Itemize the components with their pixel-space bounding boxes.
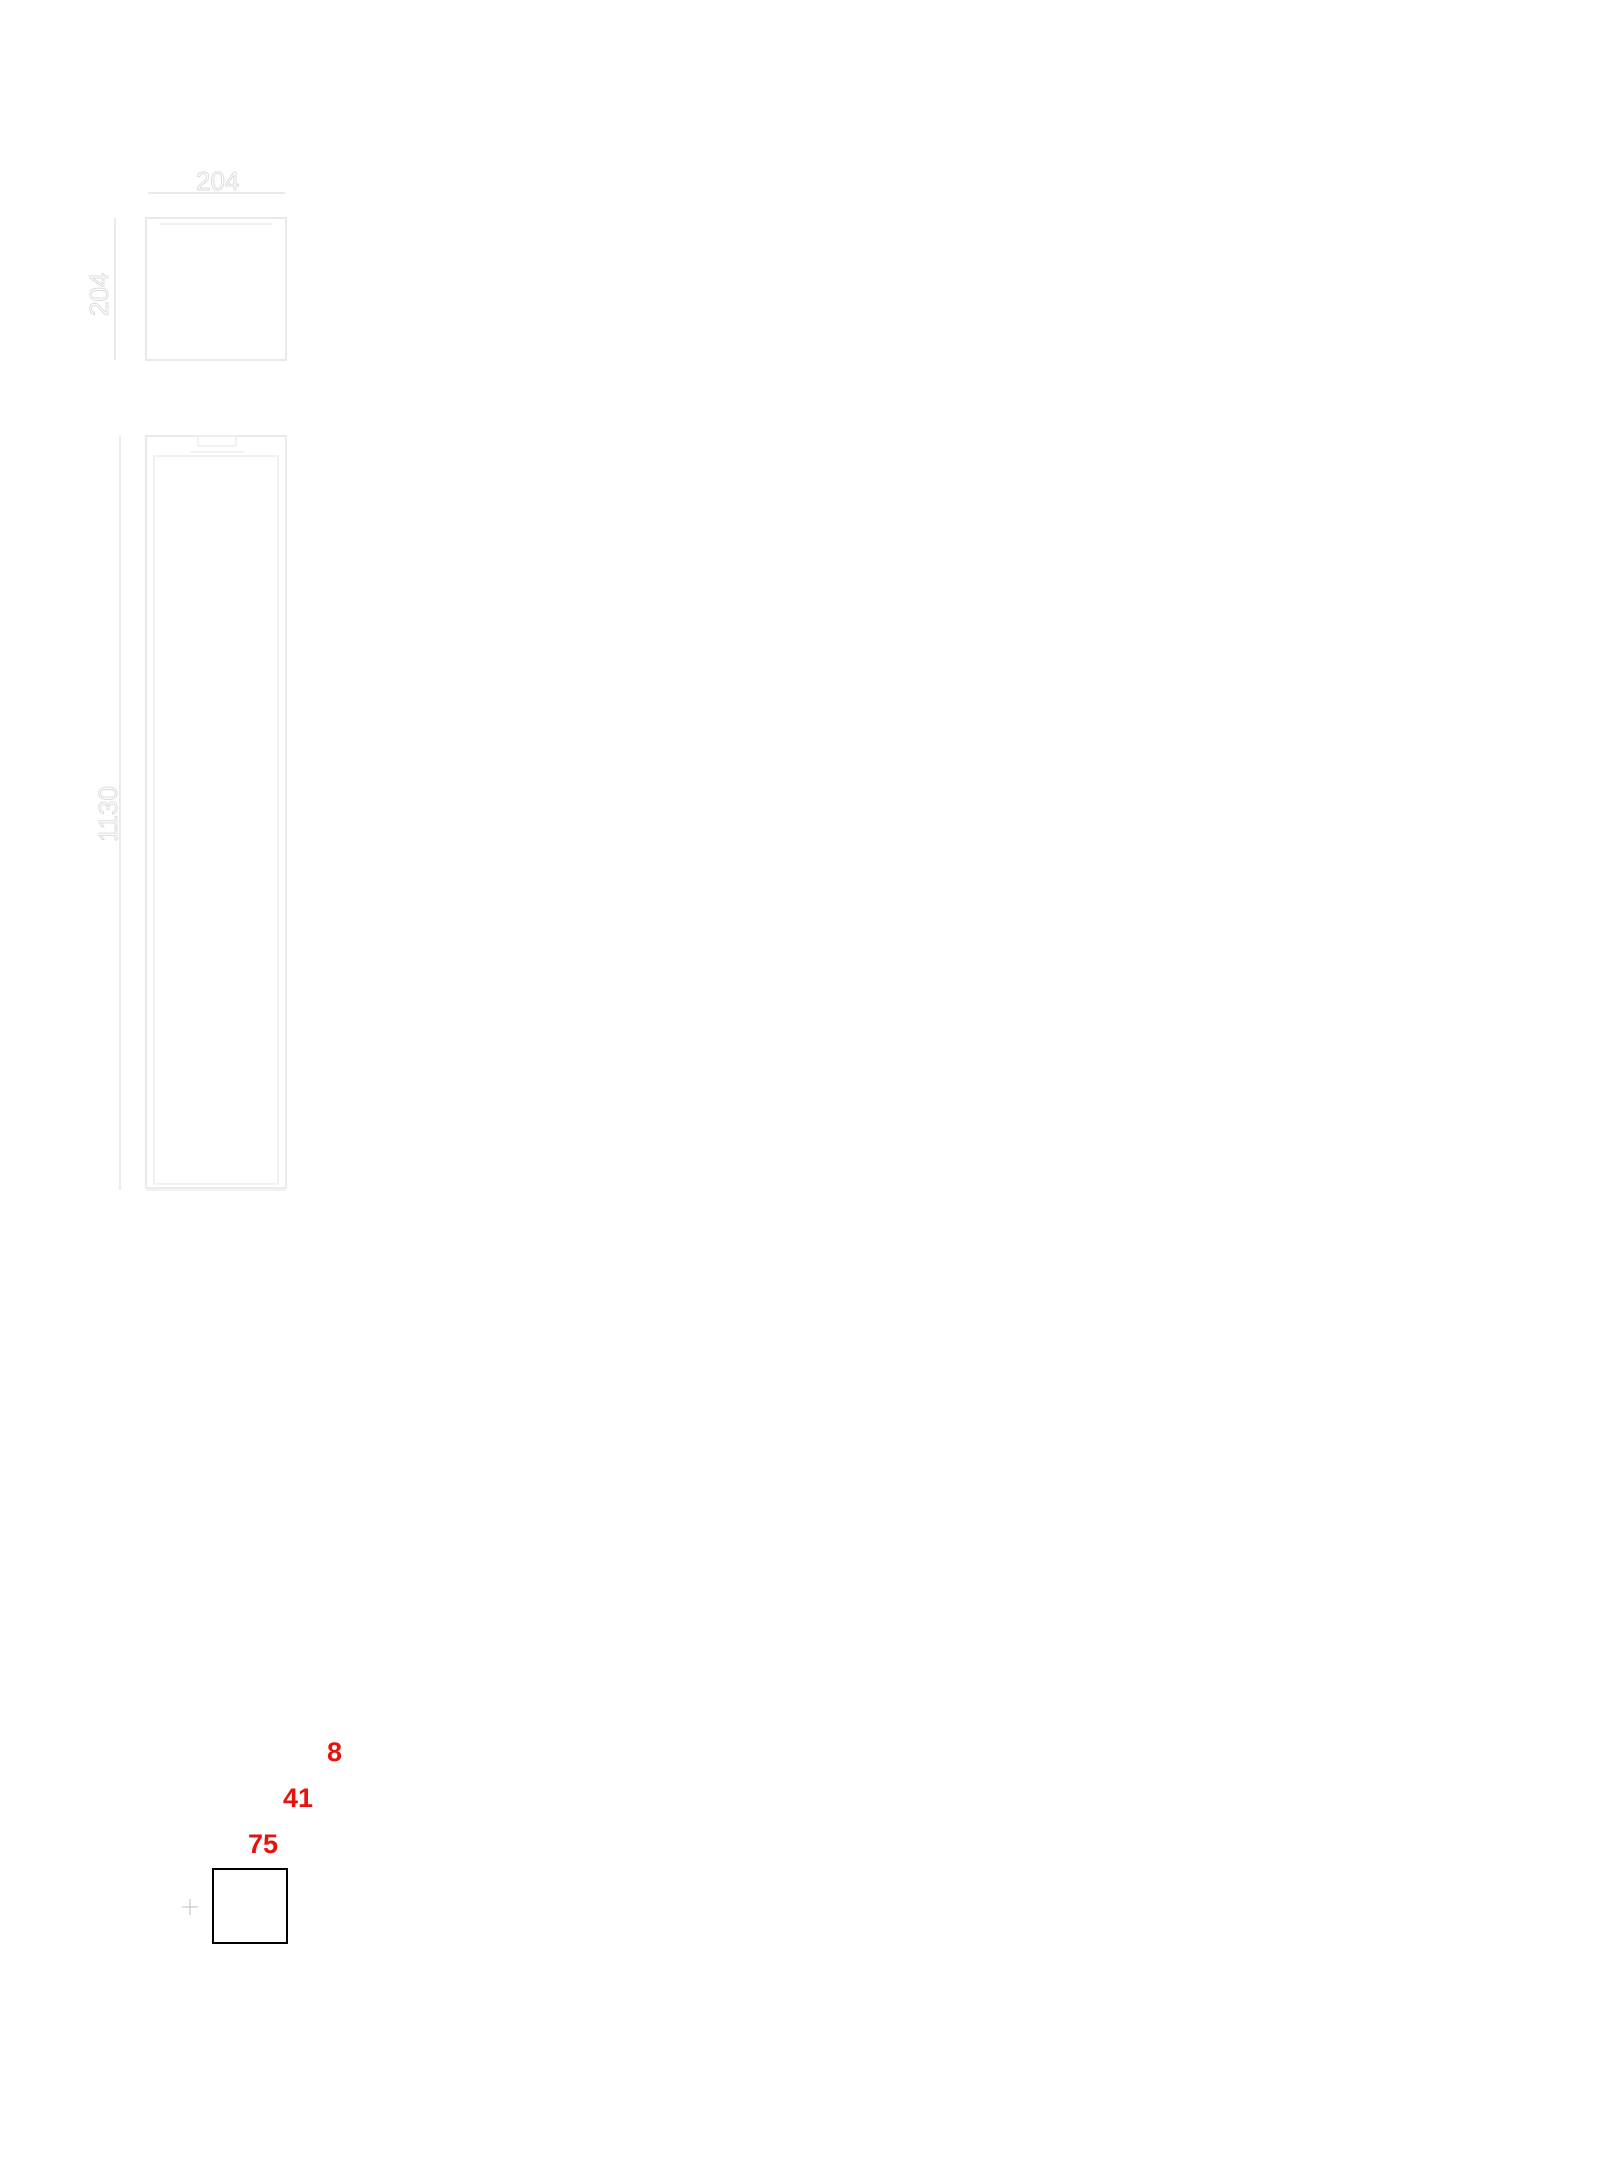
marker-label-41: 41 (283, 1783, 313, 1813)
front-view-top-cap (197, 435, 237, 447)
front-height-label: 1130 (93, 786, 123, 842)
legend-swatch-box (212, 1868, 288, 1944)
top-view: 204 204 (84, 166, 287, 361)
front-view: 1130 (93, 435, 287, 1191)
top-view-box (145, 217, 287, 361)
top-width-label: 204 (196, 166, 239, 196)
front-view-outer-frame (145, 435, 287, 1189)
marker-legend: 8 41 75 (182, 1737, 342, 1944)
front-view-inner-frame (153, 455, 279, 1185)
marker-label-8: 8 (327, 1737, 342, 1767)
top-height-label: 204 (84, 273, 114, 316)
marker-label-75: 75 (248, 1829, 278, 1859)
